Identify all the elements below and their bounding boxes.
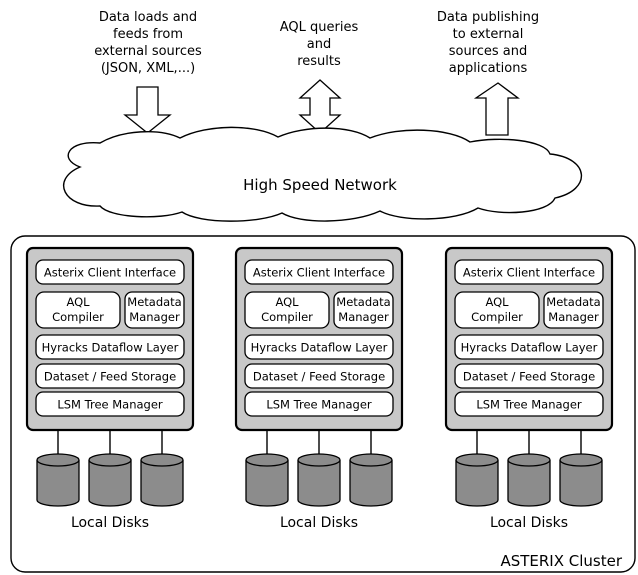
disk-2-icon [88,453,132,507]
disk-top [349,453,393,467]
aql-compiler-label-line-1: AQL [485,295,509,309]
disk-top [297,453,341,467]
client-interface-label: Asterix Client Interface [44,266,176,280]
up-arrow-icon [473,82,520,136]
local-disks-label: Local Disks [490,515,568,531]
disk-body [455,460,499,507]
aql-compiler-box [454,291,540,329]
network-cloud-icon [62,126,583,222]
aql-queries-label: AQL queries and results [280,20,359,69]
aql-label-line-1: AQL queries [280,20,359,35]
aql-compiler-label-line-2: Compiler [261,310,313,324]
lsm-tree-manager-box [244,391,394,417]
disk-body [349,460,393,507]
publishing-line-3: sources and [449,44,528,59]
metadata-manager-box [124,291,185,329]
dataflow-layer-label: Hyracks Dataflow Layer [42,341,179,355]
metadata-manager-box [333,291,394,329]
client-interface-box [454,259,604,285]
network-label: High Speed Network [243,176,397,194]
disk-body [88,460,132,507]
dataflow-layer-label: Hyracks Dataflow Layer [251,341,388,355]
metadata-manager-label-line-1: Metadata [546,295,600,309]
storage-label: Dataset / Feed Storage [463,370,595,384]
lsm-tree-manager-box [454,391,604,417]
disk-body [245,460,289,507]
aql-compiler-box [244,291,330,329]
disk-body [507,460,551,507]
publishing-label: Data publishing to external sources and … [437,10,539,76]
metadata-manager-label-line-1: Metadata [127,295,181,309]
disk-1-icon [245,453,289,507]
metadata-manager-box [543,291,604,329]
disk-1-icon [36,453,80,507]
local-disks-label: Local Disks [71,515,149,531]
aql-compiler-label-line-2: Compiler [471,310,523,324]
lsm-tree-manager-label: LSM Tree Manager [266,398,372,412]
disk-top [559,453,603,467]
cluster-label: ASTERIX Cluster [500,552,622,570]
storage-box [244,363,394,389]
aql-label-line-3: results [297,54,341,69]
client-interface-label: Asterix Client Interface [463,266,595,280]
aql-compiler-box [35,291,121,329]
bidirectional-arrow-icon [298,79,342,134]
client-interface-box [35,259,185,285]
input-feeds-line-1: Data loads and [99,10,197,25]
publishing-line-1: Data publishing [437,10,539,25]
client-interface-label: Asterix Client Interface [253,266,385,280]
storage-label: Dataset / Feed Storage [44,370,176,384]
disk-3-icon [140,453,184,507]
input-feeds-line-4: (JSON, XML,...) [101,61,195,76]
dataflow-layer-box [35,334,185,360]
lsm-tree-manager-label: LSM Tree Manager [57,398,163,412]
input-feeds-label: Data loads and feeds from external sourc… [94,10,202,76]
disk-body [36,460,80,507]
disk-body [140,460,184,507]
publishing-line-2: to external [453,27,524,42]
metadata-manager-label-line-1: Metadata [336,295,390,309]
disk-2-icon [507,453,551,507]
metadata-manager-label-line-2: Manager [548,310,599,324]
dataflow-layer-label: Hyracks Dataflow Layer [461,341,598,355]
disk-top [88,453,132,467]
aql-label-line-2: and [307,37,331,52]
down-arrow-icon [123,86,172,134]
lsm-tree-manager-label: LSM Tree Manager [476,398,582,412]
aql-compiler-label-line-1: AQL [66,295,90,309]
disk-body [559,460,603,507]
disk-1-icon [455,453,499,507]
storage-label: Dataset / Feed Storage [253,370,385,384]
disk-top [245,453,289,467]
storage-box [454,363,604,389]
input-feeds-line-2: feeds from [113,27,183,42]
cluster-nodes: Asterix Client InterfaceAQLCompilerMetad… [25,246,614,531]
lsm-tree-manager-box [35,391,185,417]
disk-3-icon [559,453,603,507]
client-interface-box [244,259,394,285]
metadata-manager-label-line-2: Manager [129,310,180,324]
disk-top [455,453,499,467]
aql-compiler-label-line-2: Compiler [52,310,104,324]
storage-box [35,363,185,389]
disk-top [36,453,80,467]
disk-3-icon [349,453,393,507]
disk-top [140,453,184,467]
metadata-manager-label-line-2: Manager [338,310,389,324]
disk-2-icon [297,453,341,507]
aql-compiler-label-line-1: AQL [275,295,299,309]
publishing-line-4: applications [449,61,528,76]
disk-body [297,460,341,507]
disk-top [507,453,551,467]
dataflow-layer-box [244,334,394,360]
input-feeds-line-3: external sources [94,44,202,59]
local-disks-label: Local Disks [280,515,358,531]
dataflow-layer-box [454,334,604,360]
